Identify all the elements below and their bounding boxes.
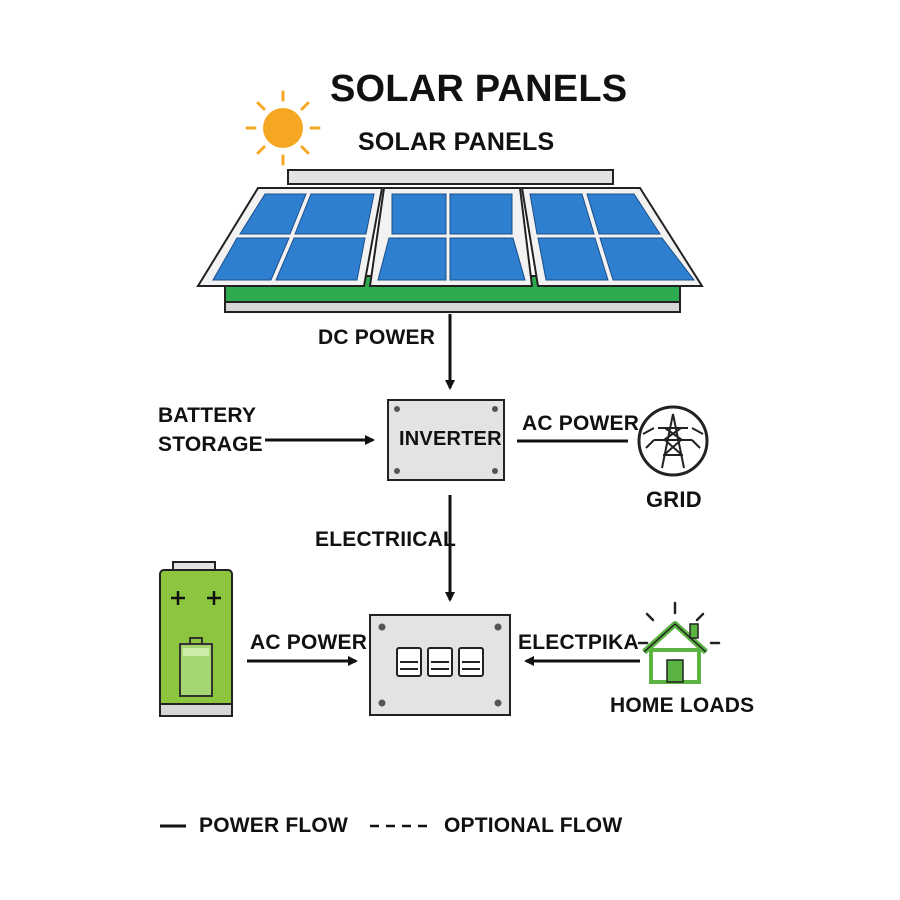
label-electrical: ELECTRIICAL	[315, 528, 457, 551]
inverter-label: INVERTER	[399, 428, 502, 450]
transmission-tower-icon	[637, 405, 709, 477]
page-title: SOLAR PANELS	[330, 68, 628, 110]
battery-icon	[159, 561, 233, 717]
label-electrical-home: ELECTPIKA	[518, 631, 639, 654]
solar-panel-icon	[196, 169, 704, 313]
page-subtitle: SOLAR PANELS	[358, 128, 555, 156]
legend-optional-flow: OPTIONAL FLOW	[444, 814, 623, 837]
label-ac-power-battery: AC POWER	[250, 631, 368, 654]
label-dc-power: DC POWER	[318, 326, 436, 349]
sun-icon	[245, 90, 321, 166]
label-battery-storage-line1: BATTERY	[158, 404, 257, 427]
legend-power-flow: POWER FLOW	[199, 814, 348, 837]
label-ac-power-grid: AC POWER	[522, 412, 640, 435]
grid-label: GRID	[646, 487, 702, 512]
home-loads-label: HOME LOADS	[610, 694, 755, 717]
label-battery-storage-line2: STORAGE	[158, 433, 263, 456]
inverter-box	[387, 399, 505, 481]
house-icon	[637, 601, 721, 684]
breaker-panel-icon	[369, 614, 511, 716]
